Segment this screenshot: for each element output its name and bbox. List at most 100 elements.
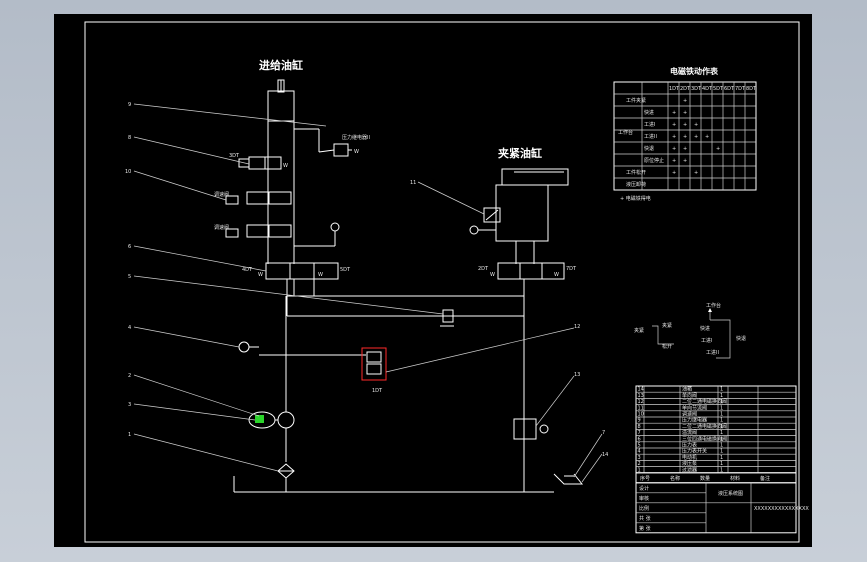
drawing-sheet[interactable]: 进给油缸 夹紧油缸 W 压力继电器II 3DT W 调速阀 调速阀: [54, 14, 812, 547]
bom-name: 电动机: [682, 454, 697, 461]
bom-name: 油箱: [682, 386, 692, 393]
callout-4: 4: [128, 325, 131, 331]
table-col-header: 7DT: [735, 86, 746, 92]
bom-name: 过滤器: [682, 466, 697, 473]
table-row-sublabel: 快进: [644, 109, 654, 116]
table-note: + 电磁铁得电: [620, 195, 651, 202]
table-row-label: 工件松开: [626, 169, 646, 176]
bom-name: 二位二通电磁换向阀: [682, 423, 727, 430]
bom-name: 二位二通电磁换向阀: [682, 398, 727, 405]
table-mark: +: [694, 122, 698, 128]
table-mark: +: [672, 122, 676, 128]
table-mark: +: [672, 158, 676, 164]
svg-text:W: W: [318, 272, 323, 278]
cycle-clamp-label: 夹紧: [634, 327, 644, 334]
bom-no: 2: [638, 461, 641, 467]
relief-valve-7: [440, 309, 454, 327]
callout-11: 11: [410, 180, 416, 186]
callout-10: 10: [125, 169, 131, 175]
bom-name: 压力继电器: [682, 417, 707, 424]
gauge-4: [238, 341, 250, 353]
school-name: XXXXXXXXXXXXXXXX: [754, 506, 809, 512]
table-row-label: 工件夹紧: [626, 97, 646, 104]
bom-qty: 1: [720, 405, 723, 411]
drawing-border: [84, 21, 800, 543]
hydraulic-diagram: 进给油缸 夹紧油缸 W 压力继电器II 3DT W 调速阀 调速阀: [84, 21, 809, 543]
bom-name: 溢流阀: [682, 429, 697, 436]
bom-no: 9: [638, 418, 641, 424]
table-row-sublabel: 快退: [644, 145, 654, 152]
cycle-release: 松开: [662, 343, 672, 350]
pressure-relay: W 压力继电器II: [318, 134, 370, 157]
bom-no: 14: [638, 387, 644, 393]
feed-cylinder: [267, 79, 295, 122]
valve-10-speed: 调速阀: [214, 191, 292, 205]
bom-no: 10: [638, 412, 644, 418]
table-mark: +: [683, 110, 687, 116]
cycle-start: 工作台: [706, 302, 721, 309]
table-title: 电磁铁动作表: [670, 66, 719, 76]
callout-8: 8: [128, 135, 131, 141]
bom-header: 数量: [700, 475, 710, 482]
title-block-field: 共 张: [639, 515, 651, 522]
svg-text:调速阀: 调速阀: [214, 224, 229, 231]
svg-text:W: W: [354, 149, 359, 155]
filter-1: [277, 463, 295, 479]
table-row-sublabel: 原位停止: [644, 157, 664, 164]
table-col-header: 6DT: [724, 86, 735, 92]
table-row-sublabel: 工进II: [644, 133, 657, 140]
clamp-cylinder-title: 夹紧油缸: [498, 146, 542, 160]
pressure-relay-label: 压力继电器II: [342, 134, 370, 141]
table-mark: +: [694, 134, 698, 140]
svg-text:W: W: [258, 272, 263, 278]
table-mark: +: [672, 134, 676, 140]
bom-no: 12: [638, 399, 644, 405]
bom-name: 液压泵: [682, 460, 697, 467]
bom-name: 压力表开关: [682, 448, 707, 455]
gauge-clamp: [469, 225, 479, 235]
svg-text:3DT: 3DT: [229, 153, 240, 159]
table-mark: +: [683, 134, 687, 140]
bom-no: 5: [638, 443, 641, 449]
table-mark: +: [683, 158, 687, 164]
drawing-name: 液压系统图: [718, 490, 743, 497]
bom-name: 单向节流阀: [682, 404, 707, 411]
callout-5: 5: [128, 274, 131, 280]
bom-qty: 1: [720, 412, 723, 418]
table-row-label: 液压卸荷: [626, 181, 646, 188]
bom-name: 调速阀: [682, 411, 697, 418]
bom-qty: 1: [720, 399, 723, 405]
cycle-fast-forward: 快进: [700, 325, 710, 332]
bom-no: 6: [638, 436, 641, 442]
pump-motor: [248, 296, 295, 462]
table-mark: +: [683, 146, 687, 152]
bom-no: 3: [638, 455, 641, 461]
bom-no: 1: [638, 467, 641, 473]
valve-10b: 调速阀: [214, 224, 292, 238]
tank-14: [553, 473, 584, 485]
bom-header: 备注: [760, 475, 770, 482]
callouts: [133, 103, 603, 483]
bom-qty: 1: [720, 424, 723, 430]
svg-text:1DT: 1DT: [372, 388, 383, 394]
bom-name: 压力表: [682, 442, 697, 449]
bom-qty: 1: [720, 455, 723, 461]
svg-text:调速阀: 调速阀: [214, 191, 229, 198]
check-valve-13: [513, 418, 549, 440]
bom-no: 4: [638, 449, 641, 455]
svg-text:W: W: [283, 163, 288, 169]
title-block-field: 设计: [639, 485, 649, 492]
bom-name: 单向阀: [682, 392, 697, 399]
table-group-label: 工作台: [618, 129, 633, 136]
svg-text:W: W: [554, 272, 559, 278]
bom-qty: 1: [720, 430, 723, 436]
bom-qty: 1: [720, 449, 723, 455]
title-block-field: 第 张: [639, 525, 651, 532]
table-col-header: 8DT: [746, 86, 757, 92]
bom-header: 序号: [640, 475, 650, 482]
svg-text:4DT: 4DT: [242, 267, 253, 273]
bom-no: 8: [638, 424, 641, 430]
solenoid-1dt-highlight: 1DT: [361, 347, 387, 394]
